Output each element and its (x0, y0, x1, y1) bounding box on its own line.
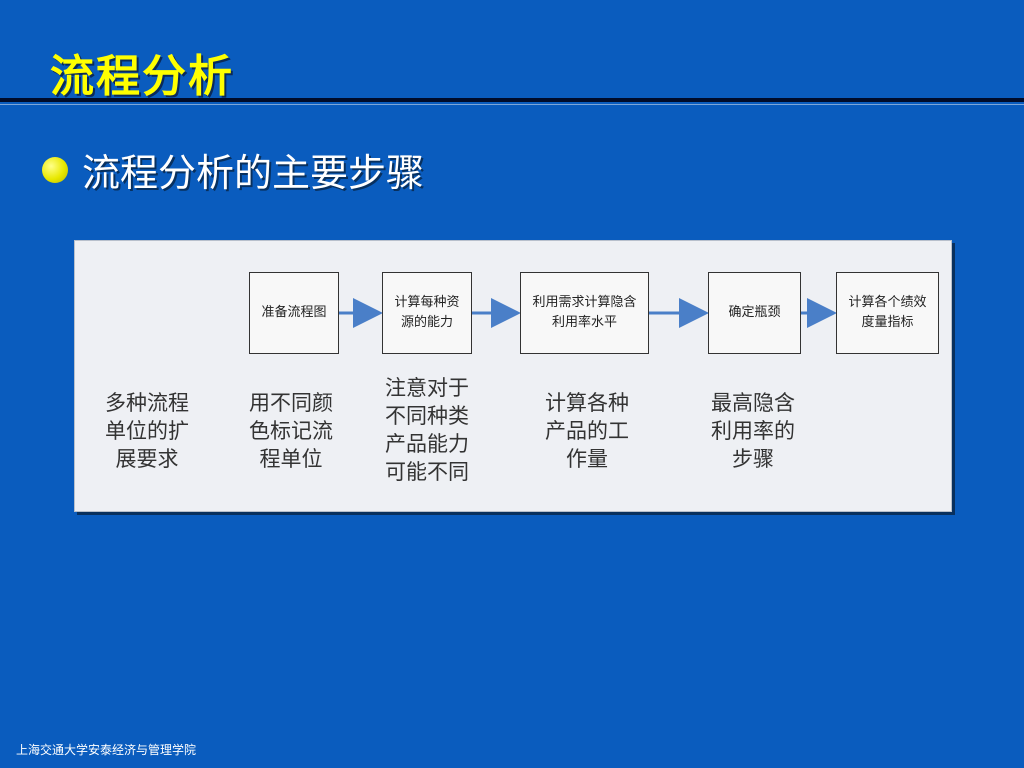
step-label: 计算各个绩效度量指标 (848, 295, 927, 330)
note-highest-utilization: 最高隐含利用率的步骤 (711, 391, 795, 471)
step-arrows (338, 298, 837, 328)
step-prepare-flowchart: 准备流程图 (249, 272, 339, 354)
step-performance-metrics: 计算各个绩效度量指标 (836, 272, 939, 354)
step-bottleneck: 确定瓶颈 (708, 272, 801, 354)
bullet-item: 流程分析的主要步骤 (42, 142, 424, 197)
step-implied-utilization: 利用需求计算隐含利用率水平 (520, 272, 649, 354)
step-label: 利用需求计算隐含利用率水平 (532, 295, 637, 330)
note-color-flow-units: 用不同颜色标记流程单位 (249, 391, 333, 471)
step-label: 计算每种资源的能力 (394, 295, 460, 330)
note-product-workload: 计算各种产品的工作量 (545, 391, 629, 471)
footer-institution: 上海交通大学安泰经济与管理学院 (16, 743, 197, 757)
step-resource-capacity: 计算每种资源的能力 (382, 272, 472, 354)
title-divider (0, 98, 1024, 102)
slide-title: 流程分析 (50, 51, 234, 102)
step-label: 准备流程图 (261, 305, 327, 320)
process-diagram: 准备流程图 计算每种资源的能力 利用需求计算隐含利用率水平 确定瓶颈 计算各个绩… (74, 240, 952, 512)
note-capacity-differs: 注意对于不同种类产品能力可能不同 (385, 376, 469, 484)
bullet-text: 流程分析的主要步骤 (82, 151, 425, 195)
step-label: 确定瓶颈 (728, 305, 781, 320)
bullet-dot-icon (42, 156, 68, 183)
title-divider-accent (0, 104, 1024, 105)
note-multiple-flow-units: 多种流程单位的扩展要求 (105, 391, 189, 471)
